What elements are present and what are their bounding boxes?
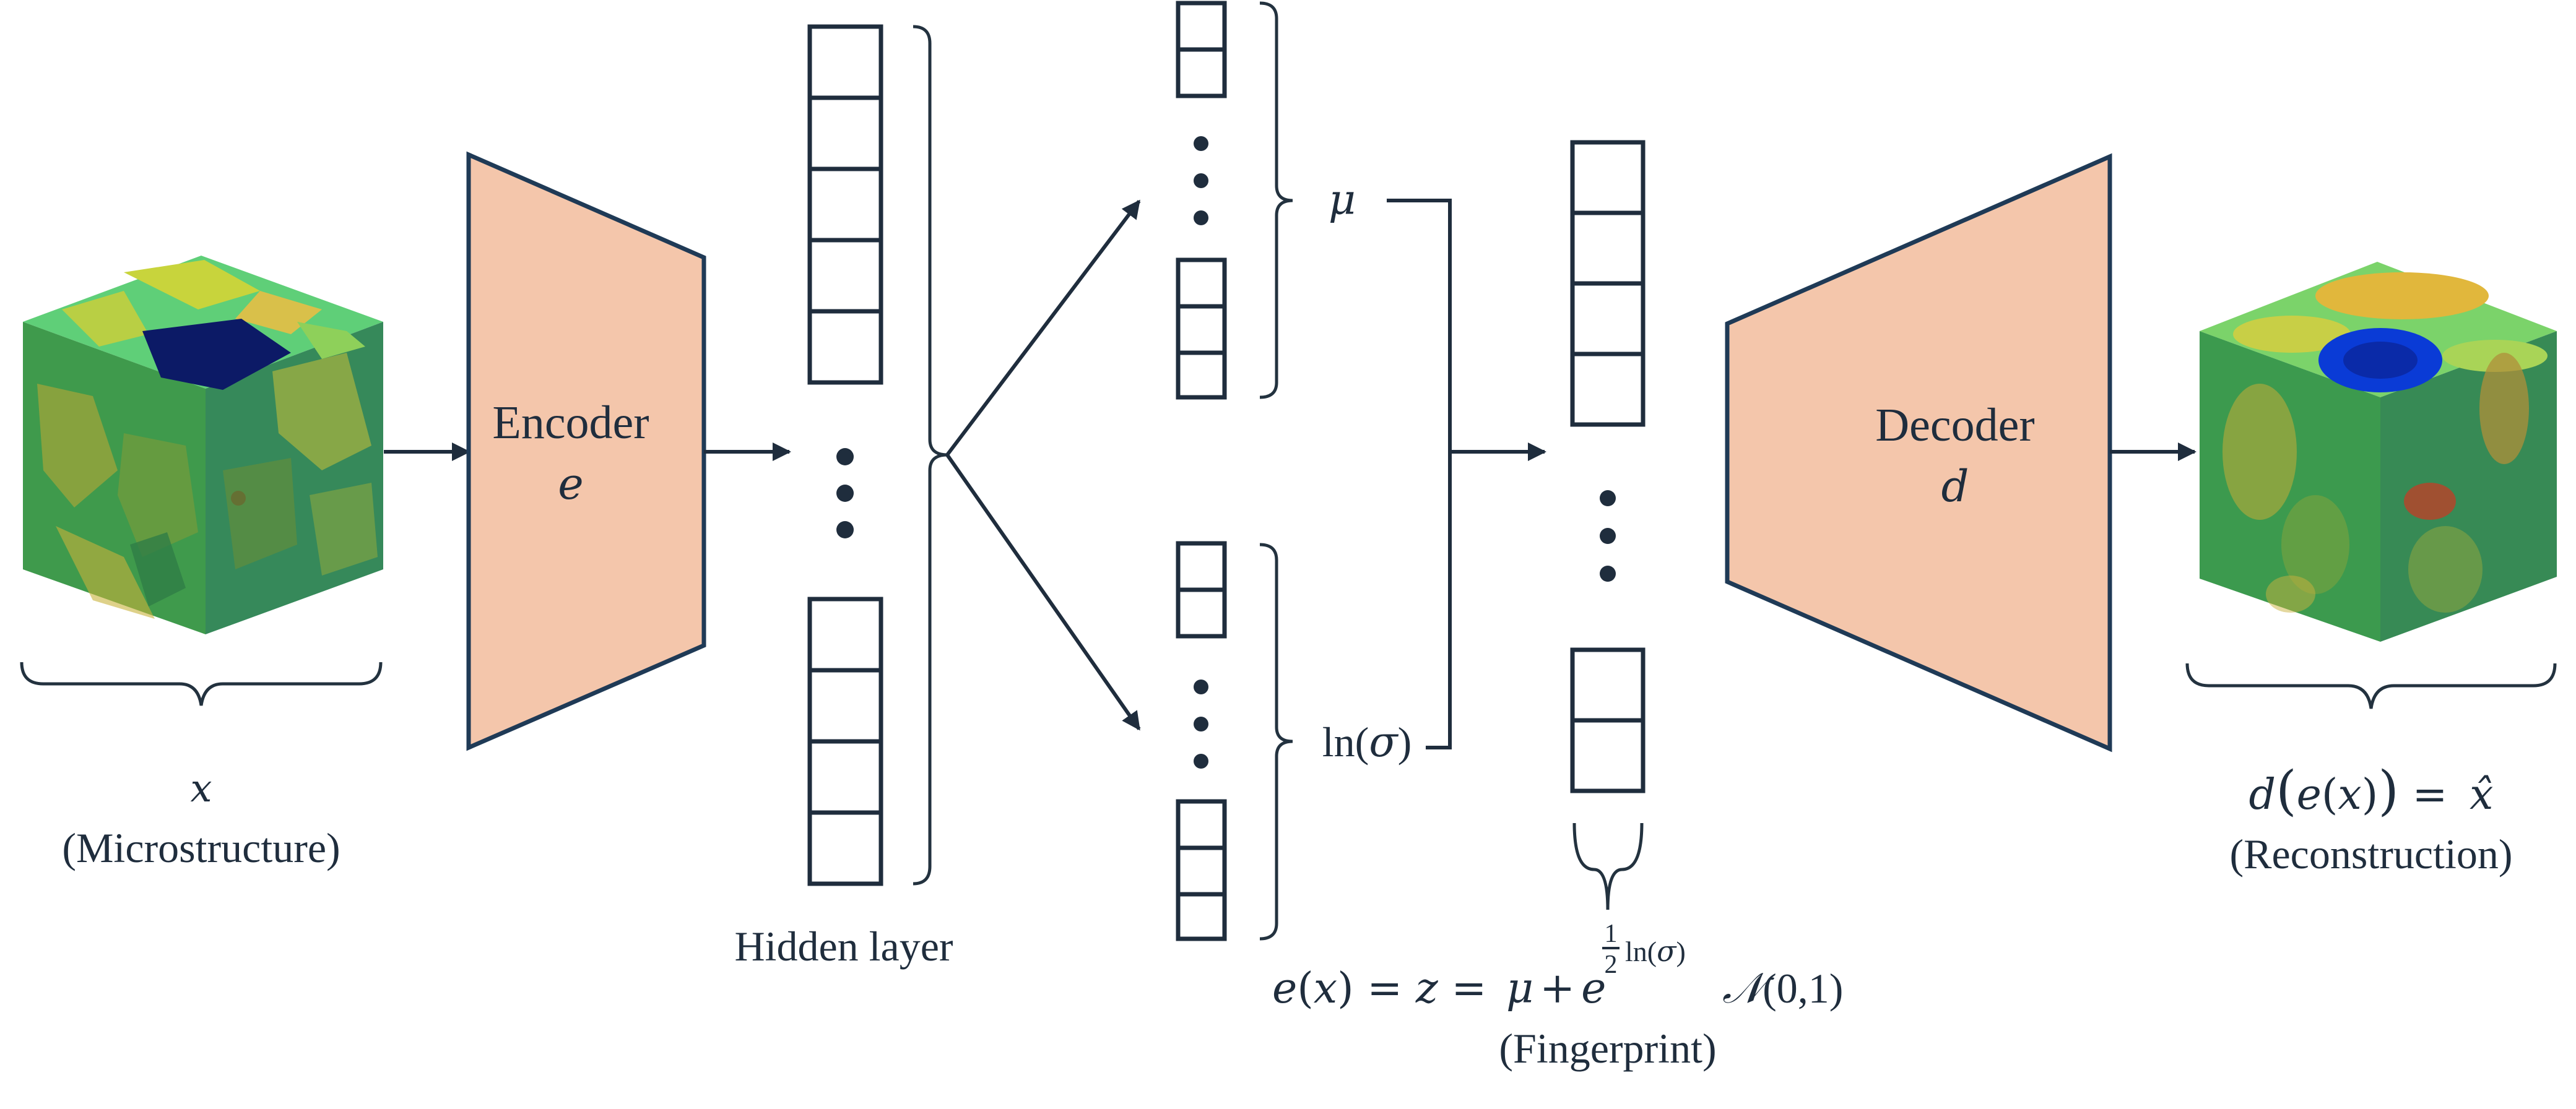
- decoder-block: [1725, 153, 2112, 753]
- sigma-label: ln(σ): [1322, 718, 1412, 767]
- arrow-hidden-mu: [945, 199, 1141, 456]
- input-caption: (Microstructure): [62, 824, 340, 871]
- fingerprint-brace: [1572, 822, 1644, 910]
- arrow-hidden-sigma: [945, 454, 1141, 731]
- hidden-caption: Hidden layer: [734, 923, 953, 970]
- exp-ln-sigma: ln(σ): [1625, 934, 1686, 968]
- sigma-vector: [1176, 541, 1227, 941]
- hidden-layer-dots: [836, 448, 854, 538]
- hidden-layer-bottom: [807, 597, 883, 886]
- hidden-brace: [913, 25, 948, 886]
- output-brace: [2185, 663, 2557, 709]
- fingerprint-vector-top: [1570, 140, 1646, 427]
- microstructure-cube: [23, 256, 383, 634]
- reconstruction-equation: d(e(x)) = x̂: [2249, 760, 2494, 822]
- fingerprint-equation: e(x) = z = μ+e: [1272, 964, 1606, 1013]
- mu-vector: [1176, 1, 1227, 400]
- mu-label: μ: [1329, 176, 1356, 225]
- decoder-title: Decoder: [1875, 399, 2034, 451]
- encoder-block: [466, 151, 706, 751]
- sigma-brace: [1259, 543, 1293, 941]
- navy-grain: [142, 319, 291, 390]
- encoder-symbol: e: [558, 459, 583, 509]
- normal-term: 𝒩(0,1): [1722, 964, 1843, 1013]
- input-symbol: x: [191, 766, 212, 811]
- fingerprint-dots: [1600, 490, 1616, 582]
- encoder-title: Encoder: [492, 397, 649, 449]
- fingerprint-caption: (Fingerprint): [1499, 1025, 1716, 1072]
- output-caption: (Reconstruction): [2230, 831, 2513, 878]
- mu-brace: [1259, 1, 1293, 399]
- fingerprint-vector-bottom: [1570, 647, 1646, 793]
- reconstruction-cube: [2200, 262, 2557, 642]
- hidden-layer-top: [807, 24, 883, 385]
- exp-frac-den: 2: [1605, 951, 1618, 979]
- input-brace: [20, 662, 383, 706]
- exp-frac-num: 1: [1605, 920, 1618, 948]
- merge-connector: [1387, 199, 1452, 749]
- decoder-symbol: d: [1941, 461, 1969, 512]
